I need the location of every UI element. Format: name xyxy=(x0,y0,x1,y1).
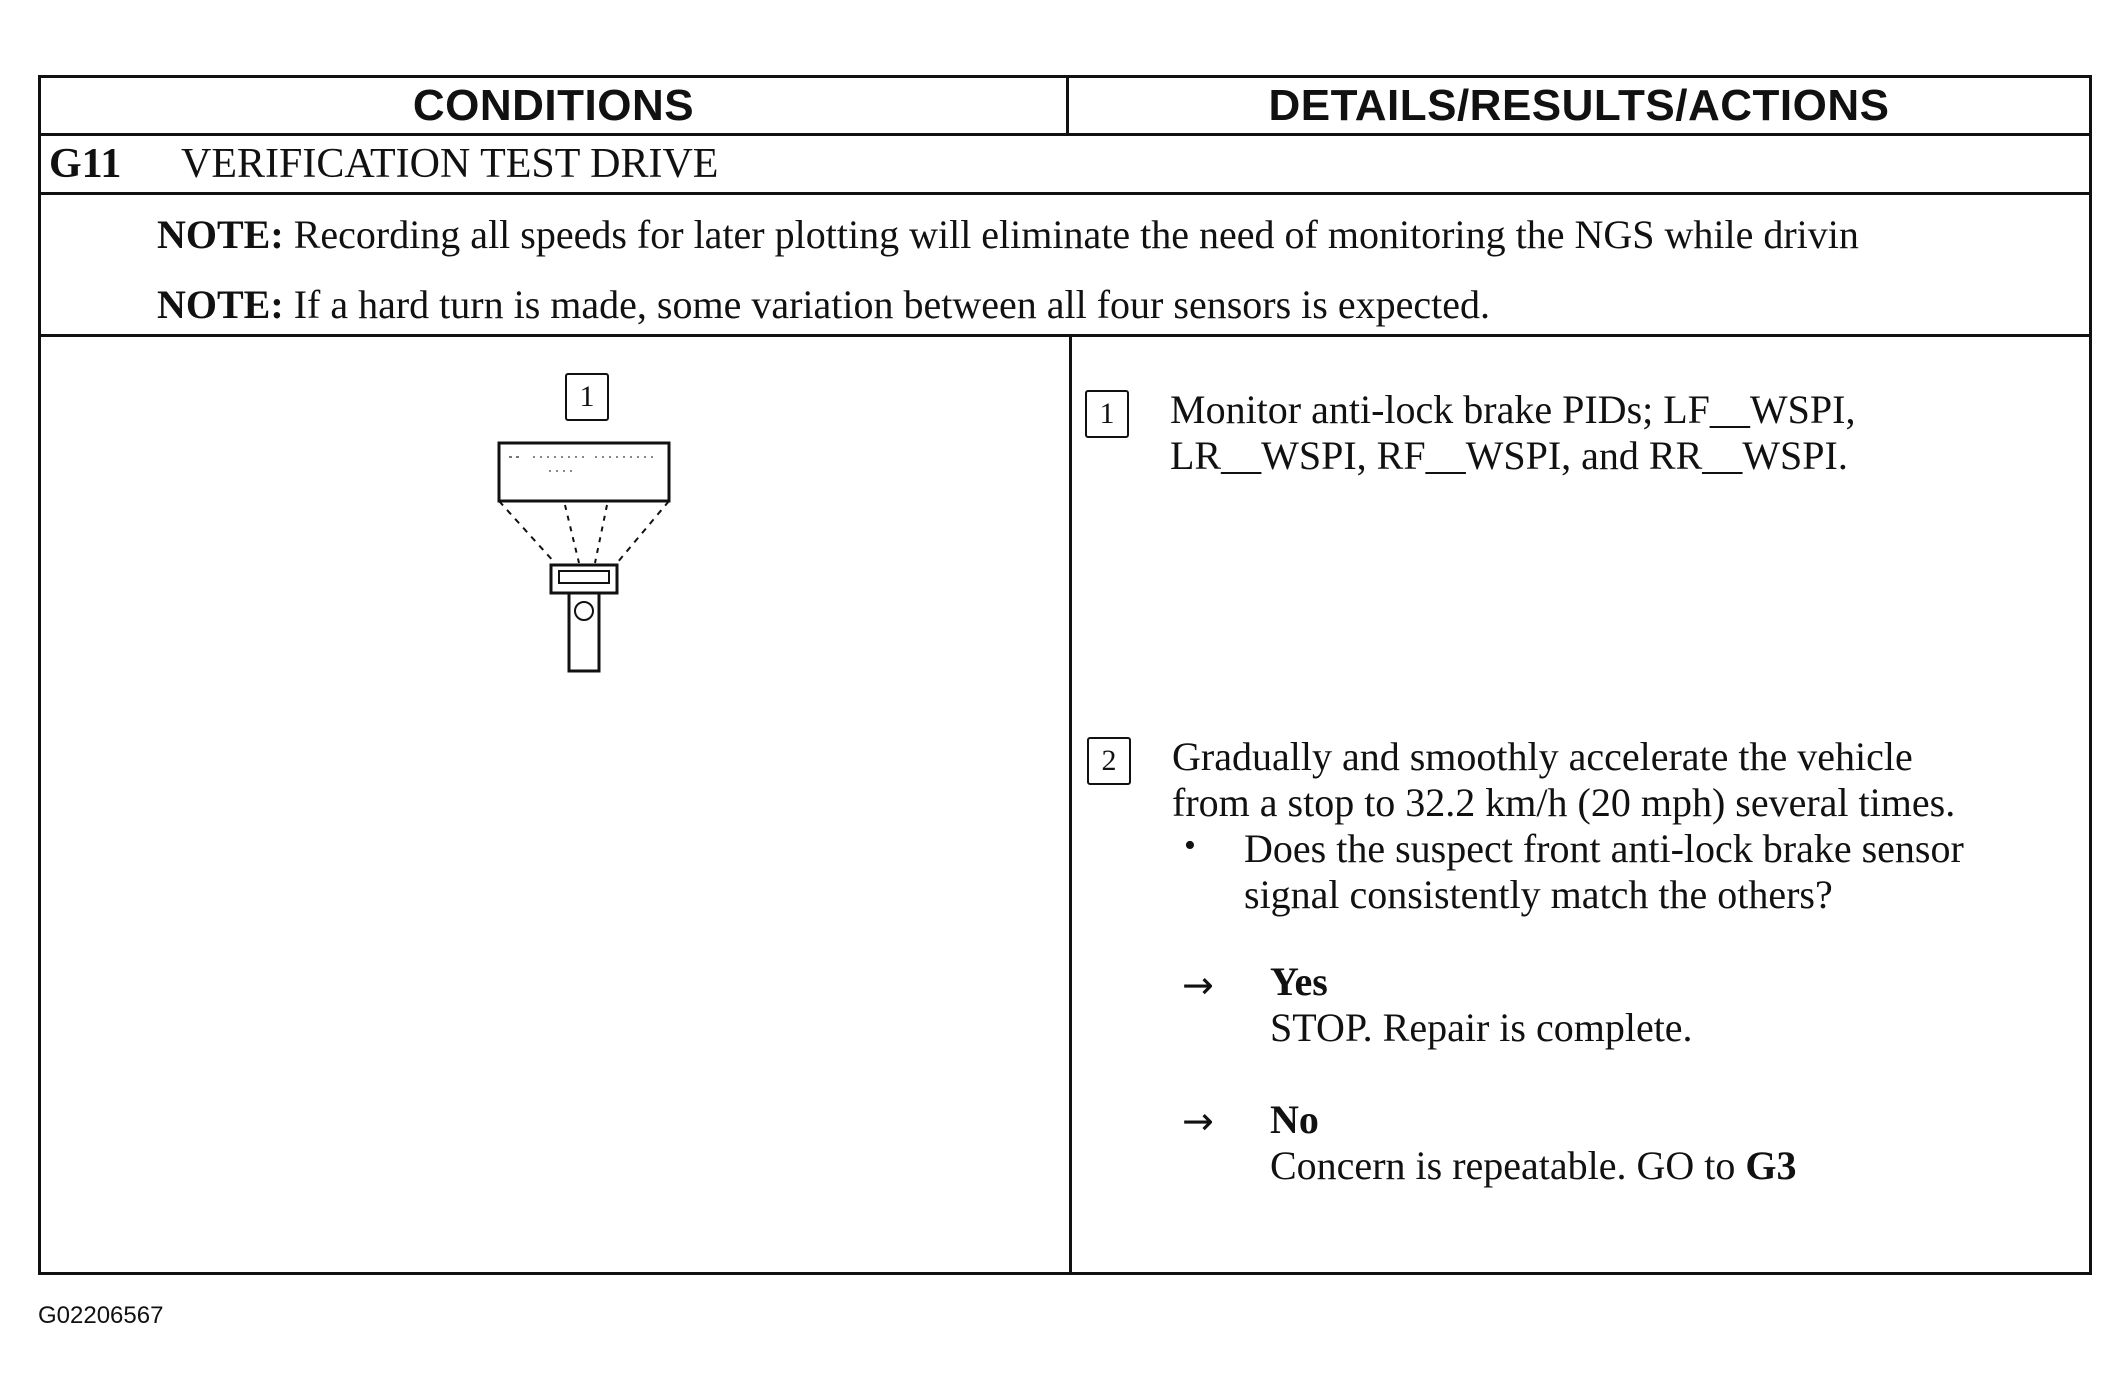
notes-row: NOTE:Recording all speeds for later plot… xyxy=(41,195,2089,337)
step-2-number: 2 xyxy=(1101,744,1117,777)
step-2-line-2: from a stop to 32.2 km/h (20 mph) severa… xyxy=(1172,780,1956,825)
diagram-step-box: 1 xyxy=(565,373,609,421)
details-header: DETAILS/RESULTS/ACTIONS xyxy=(1268,80,1890,130)
step-1-line-2: LR__WSPI, RF__WSPI, and RR__WSPI. xyxy=(1170,433,1848,478)
note-1-text: Recording all speeds for later plotting … xyxy=(293,212,1859,257)
arrow-right-icon: → xyxy=(1182,963,1214,1007)
step-2-text: Gradually and smoothly accelerate the ve… xyxy=(1172,734,1955,826)
question-line-1: Does the suspect front anti-lock brake s… xyxy=(1244,826,1964,871)
question-line-2: signal consistently match the others? xyxy=(1244,872,1833,917)
answer-no: No Concern is repeatable. GO to G3 xyxy=(1270,1097,1797,1189)
conditions-cell: 1 xyxy=(41,337,1072,1272)
section-title: VERIFICATION TEST DRIVE xyxy=(181,141,719,187)
note-2-label: NOTE: xyxy=(157,282,284,327)
scan-tool-icon xyxy=(497,441,671,673)
answer-yes: Yes STOP. Repair is complete. xyxy=(1270,959,1693,1051)
step-2-line-1: Gradually and smoothly accelerate the ve… xyxy=(1172,734,1913,779)
conditions-header: CONDITIONS xyxy=(41,78,1069,133)
note-2-text: If a hard turn is made, some variation b… xyxy=(293,282,1490,327)
step-2-box: 2 xyxy=(1087,737,1131,785)
note-2: NOTE:If a hard turn is made, some variat… xyxy=(157,281,1490,328)
note-1-label: NOTE: xyxy=(157,212,284,257)
step-2-question: Does the suspect front anti-lock brake s… xyxy=(1244,826,1964,918)
diagram-step-label: 1 xyxy=(579,380,595,413)
note-1: NOTE:Recording all speeds for later plot… xyxy=(157,211,1859,258)
procedure-table: CONDITIONS DETAILS/RESULTS/ACTIONS G11 V… xyxy=(38,75,2092,1275)
step-1-line-1: Monitor anti-lock brake PIDs; LF__WSPI, xyxy=(1170,387,1856,432)
section-title-row: G11 VERIFICATION TEST DRIVE xyxy=(41,136,2089,195)
details-cell: 1 Monitor anti-lock brake PIDs; LF__WSPI… xyxy=(1072,337,2089,1272)
step-1-number: 1 xyxy=(1099,397,1115,430)
bullet-icon: • xyxy=(1184,827,1196,864)
table-header-row: CONDITIONS DETAILS/RESULTS/ACTIONS xyxy=(41,78,2089,136)
section-code: G11 xyxy=(49,141,122,187)
answer-no-body: Concern is repeatable. GO to xyxy=(1270,1143,1746,1188)
answer-no-ref: G3 xyxy=(1745,1143,1797,1188)
step-1-box: 1 xyxy=(1085,390,1129,438)
arrow-right-icon: → xyxy=(1182,1099,1214,1143)
answer-no-title: No xyxy=(1270,1097,1319,1142)
connector-icon xyxy=(549,563,619,673)
figure-code: G02206567 xyxy=(38,1302,164,1329)
answer-no-text: Concern is repeatable. GO to G3 xyxy=(1270,1143,1797,1189)
answer-yes-text: STOP. Repair is complete. xyxy=(1270,1005,1693,1050)
answer-yes-title: Yes xyxy=(1270,959,1328,1004)
step-1-text: Monitor anti-lock brake PIDs; LF__WSPI, … xyxy=(1170,387,1856,479)
